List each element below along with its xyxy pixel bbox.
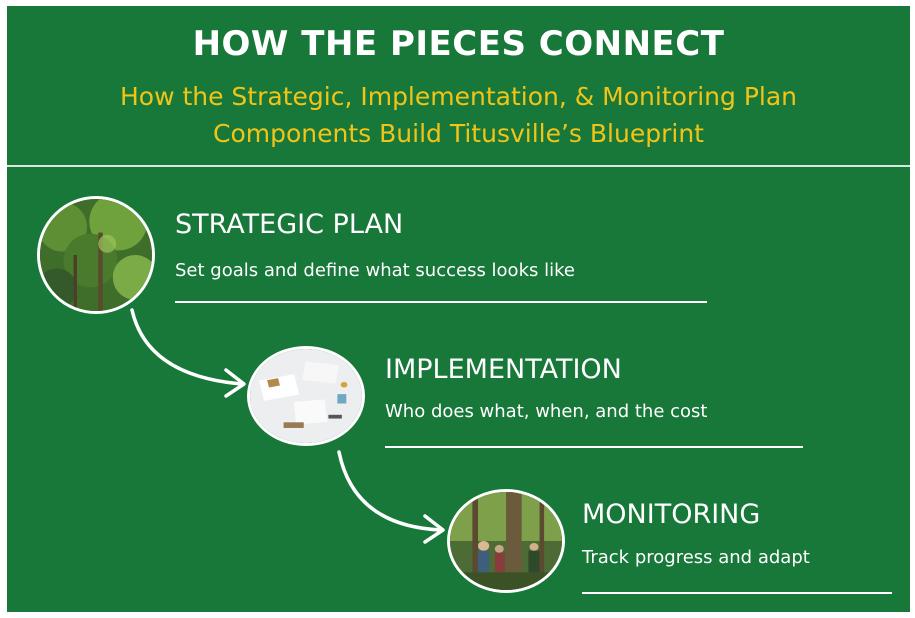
implementation-title: IMPLEMENTATION	[385, 354, 622, 385]
monitoring-image	[447, 489, 565, 593]
subtitle-line-1: How the Strategic, Implementation, & Mon…	[119, 82, 798, 111]
implementation-description: Who does what, when, and the cost	[385, 401, 708, 422]
monitoring-title: MONITORING	[582, 499, 761, 530]
subtitle-line-2: Components Build Titusville’s Blueprint	[213, 119, 704, 148]
strategic-plan-description: Set goals and define what success looks …	[175, 260, 575, 281]
strategic-plan-underline	[175, 301, 707, 303]
implementation-underline	[385, 446, 803, 448]
connector-arrow-1	[130, 308, 246, 398]
monitoring-description: Track progress and adapt	[582, 547, 810, 568]
page-title: HOW THE PIECES CONNECT	[192, 24, 725, 64]
monitoring-underline	[582, 592, 892, 594]
page-subtitle: How the Strategic, Implementation, & Mon…	[7, 78, 910, 152]
strategic-plan-title: STRATEGIC PLAN	[175, 209, 404, 240]
header-divider	[7, 165, 910, 167]
infographic-panel: HOW THE PIECES CONNECT How the Strategic…	[7, 6, 910, 612]
implementation-image	[247, 346, 365, 446]
strategic-plan-image	[37, 196, 155, 314]
connector-arrow-2	[337, 450, 445, 544]
